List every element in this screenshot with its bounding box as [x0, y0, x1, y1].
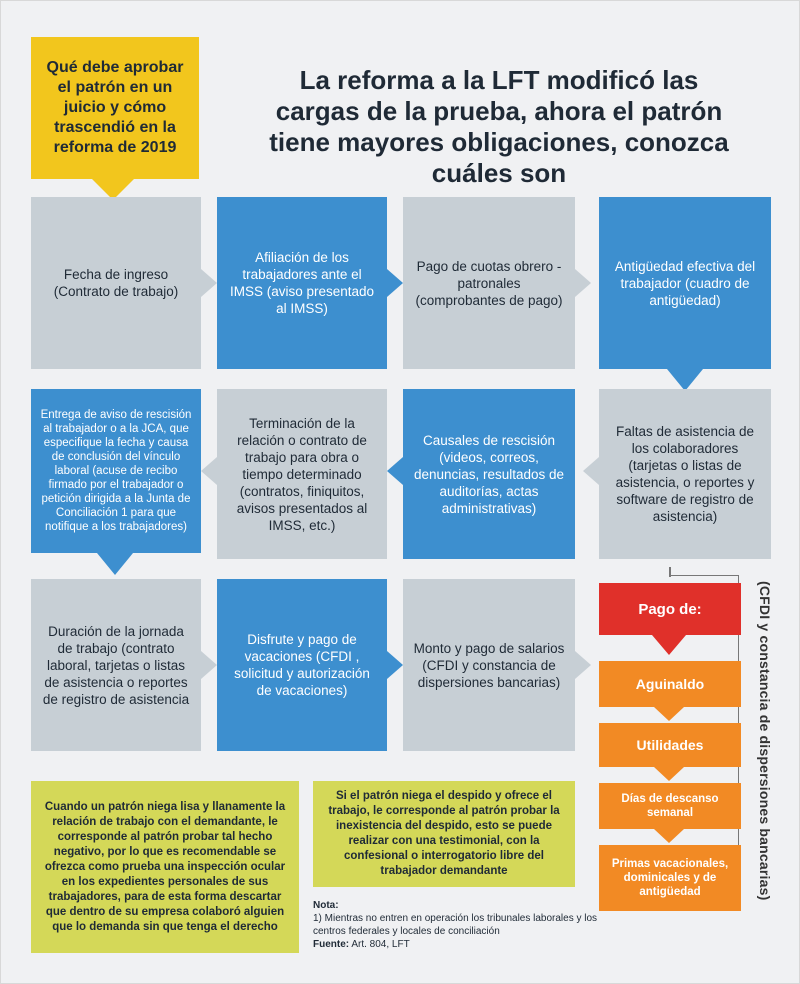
- arrow-down-icon: [654, 707, 684, 721]
- payment-descanso-semanal: Días de descanso semanal: [599, 783, 741, 829]
- payments-side-label: (CFDI y constancia de dispersiones banca…: [757, 581, 773, 901]
- step-afiliacion-imss: Afiliación de los trabajadores ante el I…: [217, 197, 387, 369]
- step-pago-cuotas: Pago de cuotas obrero - patronales (comp…: [403, 197, 575, 369]
- step-text: Afiliación de los trabajadores ante el I…: [229, 250, 375, 316]
- step-text: Fecha de ingreso (Contrato de trabajo): [53, 267, 179, 299]
- arrow-right-icon: [575, 651, 591, 679]
- callout-pointer: [91, 178, 135, 200]
- arrow-right-icon: [201, 269, 217, 297]
- arrow-down-icon: [97, 553, 133, 575]
- step-text: Faltas de asistencia de los colaboradore…: [615, 424, 755, 524]
- arrow-down-icon: [654, 829, 684, 843]
- step-antiguedad: Antigüedad efectiva del trabajador (cuad…: [599, 197, 771, 369]
- nota-label: Nota:: [313, 900, 339, 911]
- step-text: Entrega de aviso de rescisión al trabaja…: [40, 409, 192, 533]
- step-causales-rescision: Causales de rescisión (videos, correos, …: [403, 389, 575, 559]
- payment-primas: Primas vacacionales, dominicales y de an…: [599, 845, 741, 911]
- fuente-label: Fuente:: [313, 939, 350, 950]
- step-aviso-rescision: Entrega de aviso de rescisión al trabaja…: [31, 389, 201, 553]
- note-box-1: Cuando un patrón niega lisa y llanamente…: [31, 781, 299, 953]
- step-fecha-ingreso: Fecha de ingreso (Contrato de trabajo): [31, 197, 201, 369]
- arrow-left-icon: [583, 457, 599, 485]
- step-text: Duración de la jornada de trabajo (contr…: [42, 623, 190, 707]
- note-text: Cuando un patrón niega lisa y llanamente…: [44, 800, 286, 933]
- arrow-right-icon: [387, 269, 403, 297]
- payment-utilidades: Utilidades: [599, 723, 741, 767]
- step-text: Monto y pago de salarios (CFDI y constan…: [413, 640, 565, 690]
- step-vacaciones: Disfrute y pago de vacaciones (CFDI , so…: [217, 579, 387, 751]
- step-duracion-jornada: Duración de la jornada de trabajo (contr…: [31, 579, 201, 751]
- arrow-right-icon: [575, 269, 591, 297]
- arrow-down-icon: [654, 767, 684, 781]
- arrow-down-icon: [652, 635, 686, 655]
- payment-aguinaldo: Aguinaldo: [599, 661, 741, 707]
- arrow-down-icon: [667, 369, 703, 391]
- footer-notes: Nota: 1) Mientras no entren en operación…: [313, 899, 613, 951]
- step-faltas-asistencia: Faltas de asistencia de los colaboradore…: [599, 389, 771, 559]
- payment-header: Pago de:: [599, 583, 741, 635]
- note-text: Si el patrón niega el despido y ofrece e…: [328, 790, 560, 877]
- fuente-text: Art. 804, LFT: [351, 939, 410, 950]
- step-text: Pago de cuotas obrero - patronales (comp…: [415, 258, 563, 308]
- step-text: Terminación de la relación o contrato de…: [236, 415, 368, 533]
- page-title: La reforma a la LFT modificó las cargas …: [269, 65, 729, 188]
- note-box-2: Si el patrón niega el despido y ofrece e…: [313, 781, 575, 887]
- nota-text: 1) Mientras no entren en operación los t…: [313, 913, 598, 937]
- callout-text: Qué debe aprobar el patrón en un juicio …: [46, 59, 184, 156]
- callout-box: Qué debe aprobar el patrón en un juicio …: [31, 37, 199, 179]
- step-terminacion-relacion: Terminación de la relación o contrato de…: [217, 389, 387, 559]
- bracket-line: [669, 567, 671, 577]
- arrow-left-icon: [387, 457, 403, 485]
- step-text: Antigüedad efectiva del trabajador (cuad…: [614, 258, 756, 308]
- step-text: Disfrute y pago de vacaciones (CFDI , so…: [234, 632, 370, 698]
- arrow-right-icon: [201, 651, 217, 679]
- arrow-right-icon: [387, 651, 403, 679]
- step-monto-salarios: Monto y pago de salarios (CFDI y constan…: [403, 579, 575, 751]
- arrow-left-icon: [201, 457, 217, 485]
- step-text: Causales de rescisión (videos, correos, …: [413, 432, 565, 516]
